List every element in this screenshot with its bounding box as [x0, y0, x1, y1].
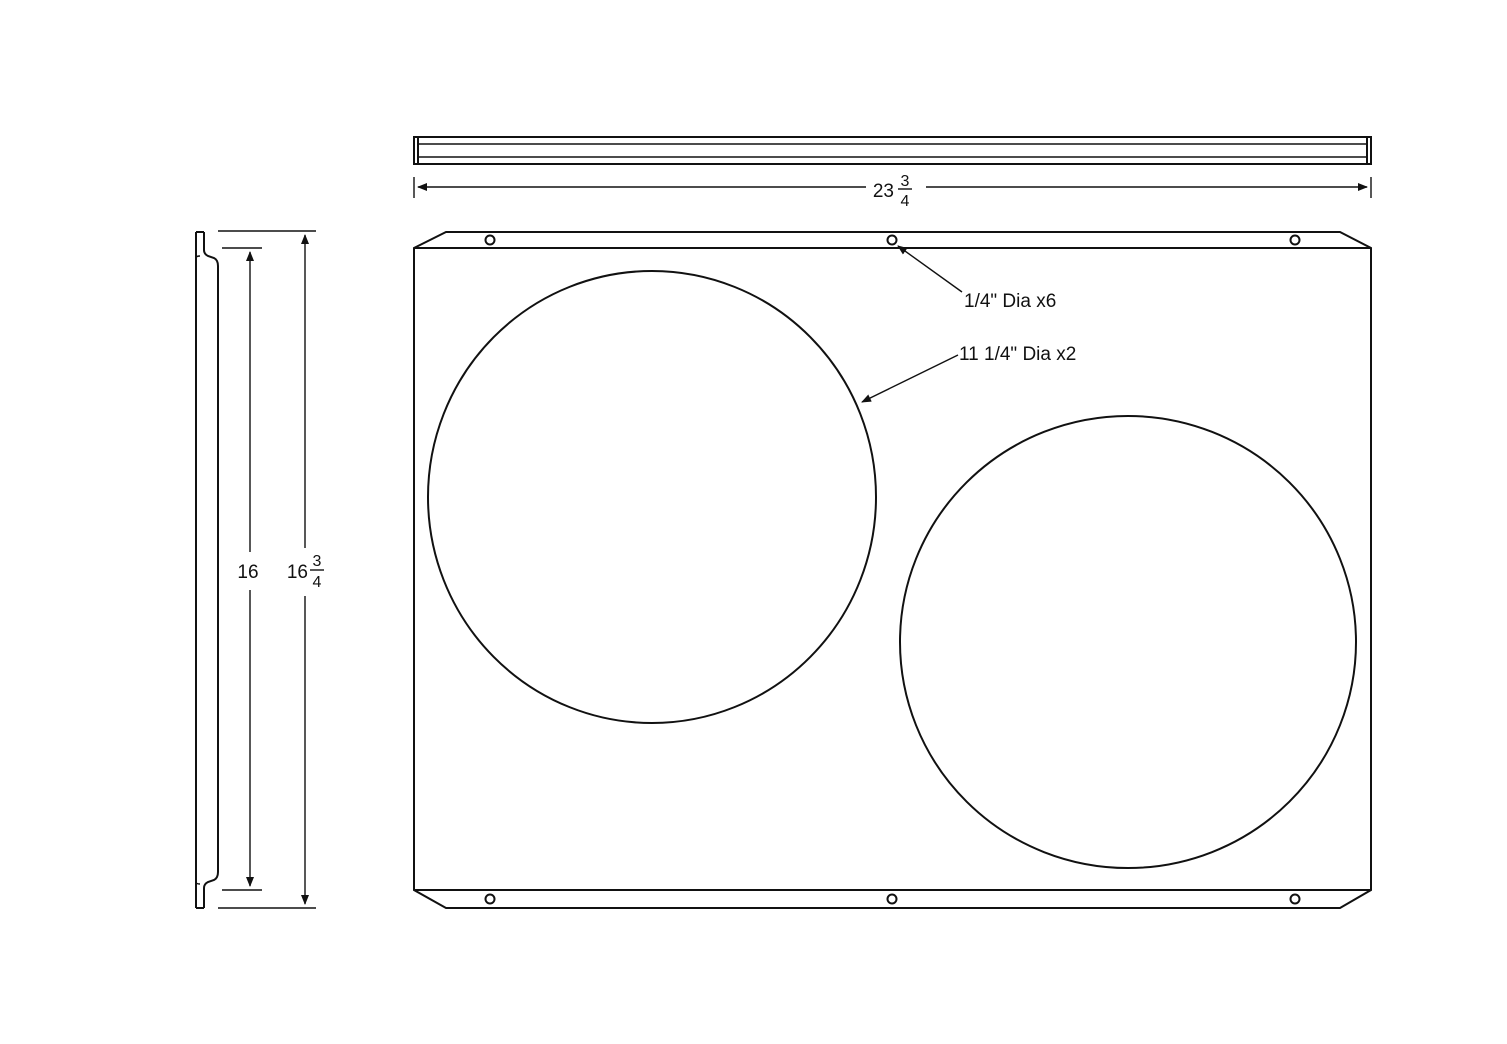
fan-hole-right: [899, 415, 1357, 869]
outer-height-dim-whole: 16: [287, 562, 308, 583]
mounting-hole: [1289, 893, 1301, 905]
top-edge-view: [413, 136, 1372, 165]
outer-height-dimension: 16 3 4: [218, 230, 324, 909]
fan-hole-left: [427, 270, 877, 724]
width-dim-whole: 23: [873, 181, 894, 202]
mounting-hole: [484, 234, 496, 246]
callout-small-holes: 1/4" Dia x6: [897, 245, 1056, 312]
fan-holes: [427, 270, 1357, 869]
face-plate: [413, 231, 1372, 909]
mounting-holes: [484, 234, 1301, 905]
width-dim-denominator: 4: [901, 193, 910, 210]
callout-small-holes-text: 1/4" Dia x6: [964, 291, 1056, 312]
mounting-hole: [886, 234, 898, 246]
callout-fan-holes: 11 1/4" Dia x2: [861, 344, 1076, 403]
mounting-hole: [886, 893, 898, 905]
mounting-hole: [1289, 234, 1301, 246]
inner-height-dimension: 16: [222, 247, 262, 891]
side-edge-view: [195, 231, 219, 909]
inner-height-dim-text: 16: [237, 562, 258, 583]
outer-height-dim-denominator: 4: [313, 574, 322, 591]
width-dim-numerator: 3: [901, 173, 910, 190]
outer-height-dim-numerator: 3: [313, 553, 322, 570]
mounting-hole: [484, 893, 496, 905]
callout-fan-holes-text: 11 1/4" Dia x2: [959, 344, 1076, 365]
width-dimension: 23 3 4: [413, 173, 1372, 210]
